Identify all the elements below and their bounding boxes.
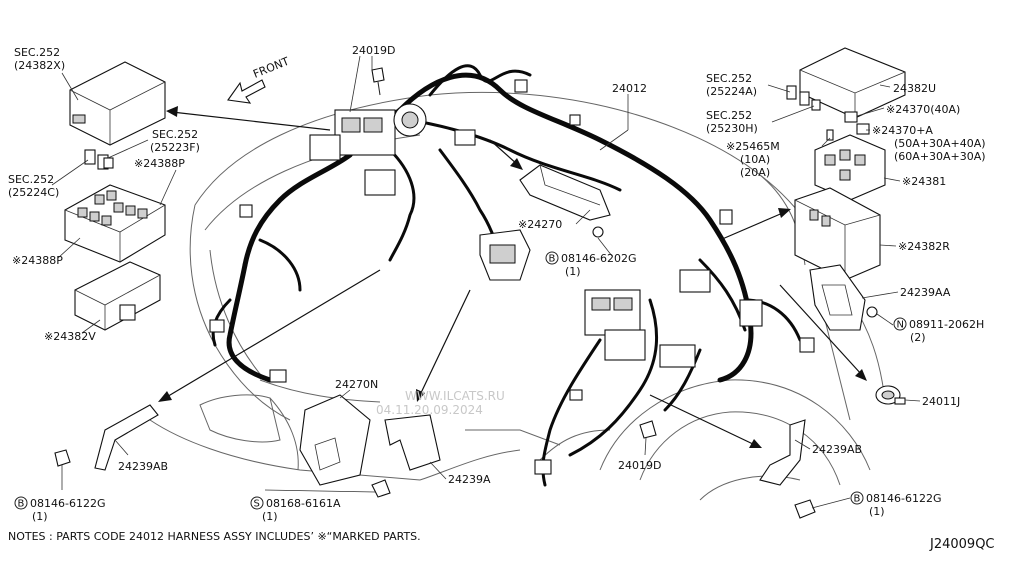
badge-b-08146-6202g (545, 251, 559, 265)
callout-25465m-line3: (20A) (740, 166, 770, 179)
watermark-date: 04.11.20.09.2024 (376, 403, 483, 417)
callout-08911-2062h-line1: 08911-2062H (909, 318, 984, 331)
callout-08146-6202g-line1: 08146-6202G (561, 252, 636, 265)
harness-small-connectors (209, 79, 815, 475)
front-label: FRONT (251, 55, 291, 81)
callout-sec252-25230h-line1: SEC.252 (706, 109, 752, 122)
bolt-24019d-top (371, 67, 385, 96)
front-direction-indicator: FRONT (227, 55, 291, 104)
callout-25465m-line2: (10A) (740, 153, 770, 166)
callout-24019d-bottom: 24019D (618, 459, 661, 472)
callout-sec252-24382x-line1: SEC.252 (14, 46, 60, 59)
harness-connector-bracket-center (479, 229, 531, 281)
callout-24370a-line1: ※24370+A (872, 124, 933, 137)
callout-08911-2062h-line2: (2) (910, 331, 926, 344)
direction-arrows (158, 106, 867, 448)
callout-sec252-25224a-line2: (25224A) (706, 85, 757, 98)
badge-letter-b-08146-6122g-right: B (854, 494, 861, 505)
badge-letter-s-08168-6161a: S (254, 499, 260, 510)
callout-24370a-line2: (50A+30A+40A) (894, 137, 986, 150)
badge-letter-b-08146-6202g: B (549, 254, 556, 265)
callout-24239aa: 24239AA (900, 286, 951, 299)
fuse-terminals-25224a (786, 85, 810, 106)
fuse-box-24382r (794, 187, 881, 281)
callout-24382u: 24382U (893, 82, 936, 95)
callout-sec252-25223f-line2: (25223F) (150, 141, 200, 154)
fusible-link-24370 (844, 111, 870, 135)
diagram-code: J24009QC (929, 537, 995, 552)
harness-connector-right (584, 269, 763, 368)
bracket-24239ab-right (759, 419, 806, 486)
leader-lines (51, 55, 921, 509)
bolt-08911-2062h (866, 306, 878, 318)
callout-labels: SEC.252 (24382X) SEC.252 (25223F) SEC.25… (8, 44, 986, 523)
badge-letter-n-08911-2062h: N (897, 320, 904, 331)
relay-block-24388p (64, 184, 166, 263)
callout-24370-40a: ※24370(40A) (886, 103, 960, 116)
bolt-24019d-bottom (639, 420, 657, 439)
callout-sec252-25223f-line1: SEC.252 (152, 128, 198, 141)
callout-24012: 24012 (612, 82, 647, 95)
harness-relay-block-center (309, 103, 427, 196)
relay-25230h (811, 99, 821, 111)
callout-24270n: 24270N (335, 378, 378, 391)
badge-s-08168-6161a (250, 496, 264, 510)
callout-24239a: 24239A (448, 473, 491, 486)
callout-08146-6122g-left-line1: 08146-6122G (30, 497, 105, 510)
callout-24388p-left: ※24388P (12, 254, 63, 267)
callout-08146-6122g-left-line2: (1) (32, 510, 48, 523)
fuse-box-cover-24382x (69, 61, 166, 146)
callout-08146-6122g-right-line2: (1) (869, 505, 885, 518)
bracket-24239aa (809, 264, 866, 331)
badge-b-08146-6122g-left (14, 496, 28, 510)
bolt-08146-6202g (592, 226, 604, 238)
bolt-08146-6122g-right (794, 499, 816, 519)
callout-24270: ※24270 (518, 218, 562, 231)
callout-08146-6202g-line2: (1) (565, 265, 581, 278)
callout-sec252-24382x-line2: (24382X) (14, 59, 65, 72)
callout-24019d-top: 24019D (352, 44, 395, 57)
callout-sec252-25230h-line2: (25230H) (706, 122, 758, 135)
callout-sec252-25224c-line1: SEC.252 (8, 173, 54, 186)
box-bracket-24382v (74, 261, 161, 331)
badge-letter-b-08146-6122g-left: B (18, 499, 25, 510)
callout-25465m-line1: ※25465M (726, 140, 780, 153)
relay-25223f (103, 157, 114, 169)
fuse-block-24381 (814, 134, 886, 201)
callout-08168-6161a-line2: (1) (262, 510, 278, 523)
callout-sec252-25224a-line1: SEC.252 (706, 72, 752, 85)
bracket-24239a (384, 414, 441, 471)
callout-sec252-25224c-line2: (25224C) (8, 186, 59, 199)
watermark-site: WWW.ILCATS.RU (405, 389, 505, 403)
clamp-24011j (875, 385, 906, 405)
callout-24370a-line3: (60A+30A+30A) (894, 150, 986, 163)
callout-24382v: ※24382V (44, 330, 96, 343)
cover-24270n (299, 394, 371, 486)
callout-24388p-top: ※24388P (134, 157, 185, 170)
badge-n-08911-2062h (893, 317, 907, 331)
callout-24382r: ※24382R (898, 240, 950, 253)
parts-notes: NOTES : PARTS CODE 24012 HARNESS ASSY IN… (8, 530, 421, 543)
cover-24270 (519, 164, 611, 221)
bolt-08146-6122g-left (54, 449, 71, 467)
bolt-08168-6161a (371, 479, 391, 498)
callout-24381: ※24381 (902, 175, 946, 188)
fuse-25465m (826, 129, 834, 141)
callout-24239ab-right: 24239AB (812, 443, 862, 456)
callout-08146-6122g-right-line1: 08146-6122G (866, 492, 941, 505)
badge-b-08146-6122g-right (850, 491, 864, 505)
callout-24011j: 24011J (922, 395, 960, 408)
callout-24239ab-left: 24239AB (118, 460, 168, 473)
callout-08168-6161a-line1: 08168-6161A (266, 497, 341, 510)
